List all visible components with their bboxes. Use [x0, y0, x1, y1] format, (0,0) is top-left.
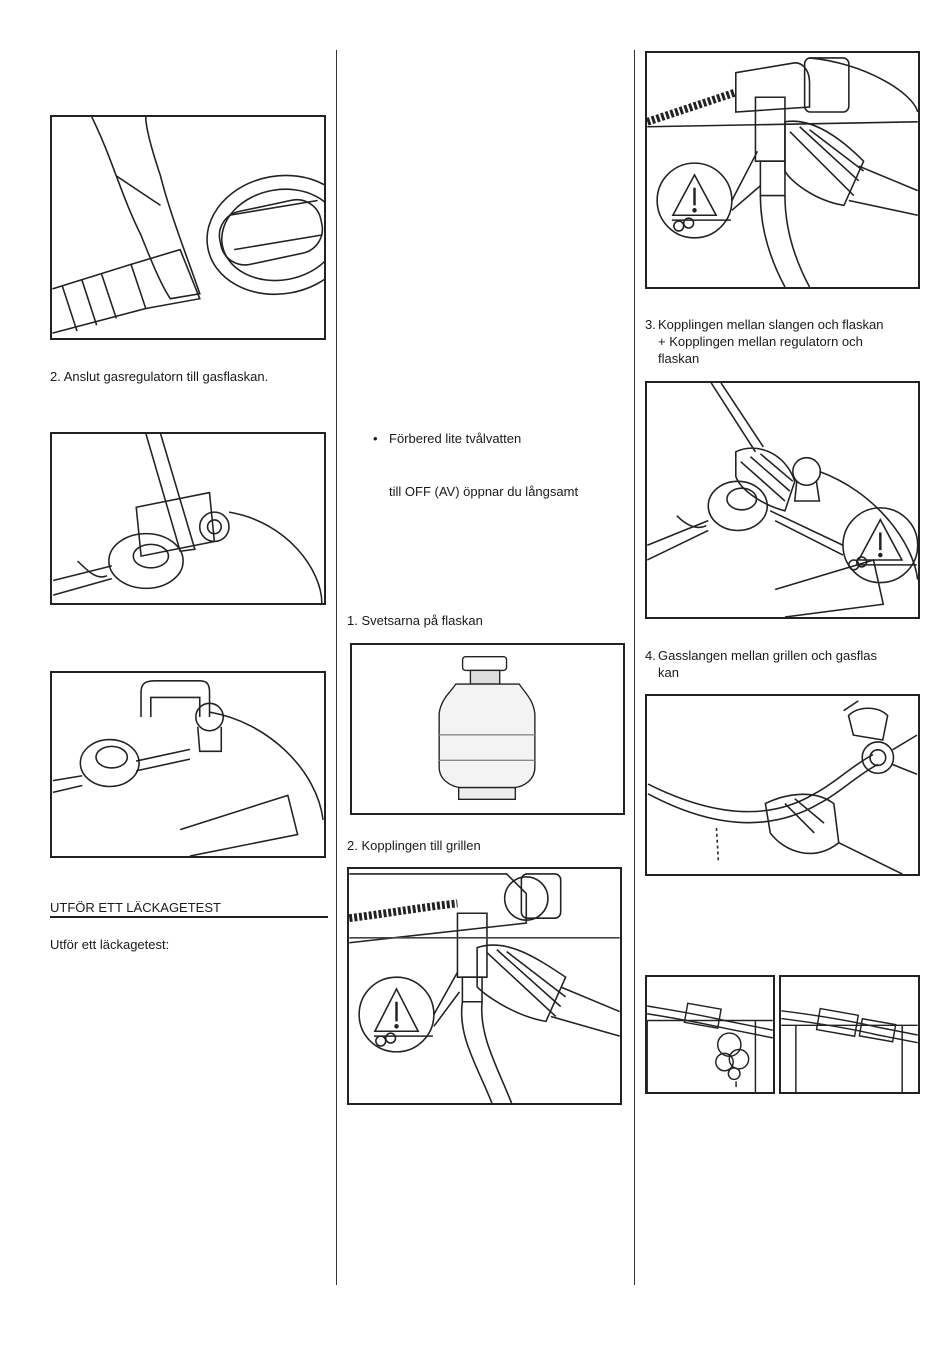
figure-regulator-attach-wrench	[50, 432, 326, 605]
figure-regulator-on-valve	[50, 671, 326, 858]
figure-leak-bubbles	[645, 975, 775, 1094]
bullet-text: Förbered lite tvålvatten	[389, 431, 522, 446]
item3-number: 3.	[645, 317, 656, 332]
figure-wrench-regulator-closeup	[50, 115, 326, 340]
item3-line1: Kopplingen mellan slangen och flaskan	[658, 317, 884, 332]
section-heading: UTFÖR ETT LÄCKAGETEST	[50, 900, 221, 915]
section-heading-underline	[50, 916, 328, 918]
item4-number: 4.	[645, 648, 656, 663]
item3-line2: + Kopplingen mellan regulatorn och	[658, 334, 863, 349]
column-divider-right	[634, 50, 635, 1285]
item2-text: 2. Kopplingen till grillen	[347, 838, 481, 853]
valve-text: till OFF (AV) öppnar du långsamt	[389, 484, 579, 499]
figure-gas-bottle	[350, 643, 625, 815]
figure-hose-spray-check	[645, 694, 920, 876]
intro-text: Utför ett läckagetest:	[50, 937, 170, 952]
figure-regulator-bottle-brush	[645, 381, 920, 619]
figure-hose-bottle-connection	[645, 51, 920, 289]
figure-no-leak	[779, 975, 920, 1094]
bullet-glyph: •	[373, 431, 378, 446]
bullet-item: • Förbered lite tvålvatten	[373, 430, 628, 447]
item3-text: 3.Kopplingen mellan slangen och flaskan …	[645, 316, 925, 367]
item3-line3: flaskan	[658, 351, 700, 366]
column-divider-left	[336, 50, 337, 1285]
figure-grill-connection	[347, 867, 622, 1105]
step2-text: 2. Anslut gasregulatorn till gasflaskan.	[50, 369, 269, 384]
item4-line1: Gasslangen mellan grillen och gasflas	[658, 648, 877, 663]
item1-text: 1. Svetsarna på flaskan	[347, 613, 483, 628]
item4-text: 4.Gasslangen mellan grillen och gasflas …	[645, 647, 925, 681]
item4-line2: kan	[658, 665, 679, 680]
